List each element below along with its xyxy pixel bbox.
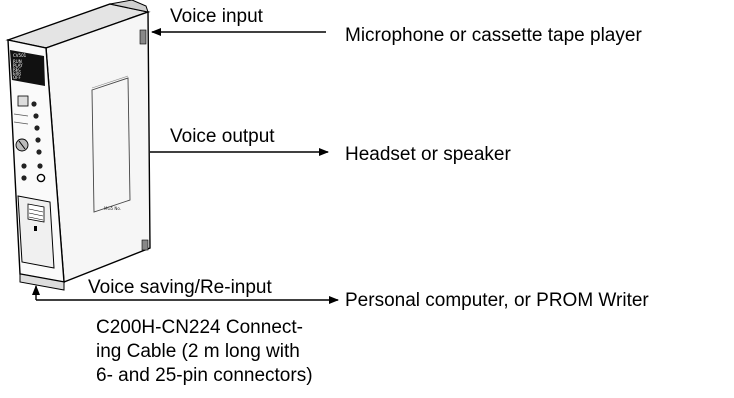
voice-input-target: Microphone or cassette tape player: [345, 25, 642, 46]
out-jack-2: [36, 173, 46, 183]
indicator-run: RUN: [13, 59, 22, 64]
indicator-rec: REC: [13, 67, 21, 72]
cable-caption-line-2: ing Cable (2 m long with: [96, 341, 300, 362]
mode-switch: [17, 95, 29, 107]
voice-saving-target: Personal computer, or PROM Writer: [345, 290, 649, 311]
voice-unit-device: CV501 RUN PLAY REC ERR OFF MG5 No.: [5, 0, 151, 291]
rec-button: [34, 125, 40, 131]
stop-button: [31, 101, 37, 107]
model-label: CV501: [13, 53, 27, 58]
voice-saving-label: Voice saving/Re-input: [88, 277, 272, 298]
indicator-off: OFF: [13, 75, 21, 80]
lower-cover: [17, 195, 55, 269]
cable-caption-line-1: C200H-CN224 Connect-: [96, 317, 303, 338]
side-connector-bottom: [141, 239, 149, 251]
out-jack-1: [37, 163, 43, 169]
panel-label: MG5 No.: [104, 206, 121, 211]
side-connector-top: [139, 29, 147, 45]
indicator-err: ERR: [13, 71, 21, 76]
level-knob-2: [21, 175, 27, 181]
level-knob-1: [21, 163, 27, 169]
voice-output-label: Voice output: [170, 126, 275, 147]
in-jack: [36, 149, 42, 155]
mic-jack: [35, 137, 41, 143]
indicator-play: PLAY: [13, 63, 23, 68]
display-window: [10, 50, 45, 86]
cable-caption-line-3: 6- and 25-pin connectors): [96, 365, 313, 386]
unit-side-face: [45, 11, 151, 283]
voice-input-label: Voice input: [170, 6, 263, 27]
unit-base: [19, 273, 65, 291]
play-button: [33, 113, 39, 119]
unit-top-detail: [109, 0, 149, 13]
voice-output-target: Headset or speaker: [345, 144, 511, 165]
cable-caption: C200H-CN224 Connect- ing Cable (2 m long…: [96, 316, 313, 388]
unit-side-panel: [91, 77, 131, 213]
